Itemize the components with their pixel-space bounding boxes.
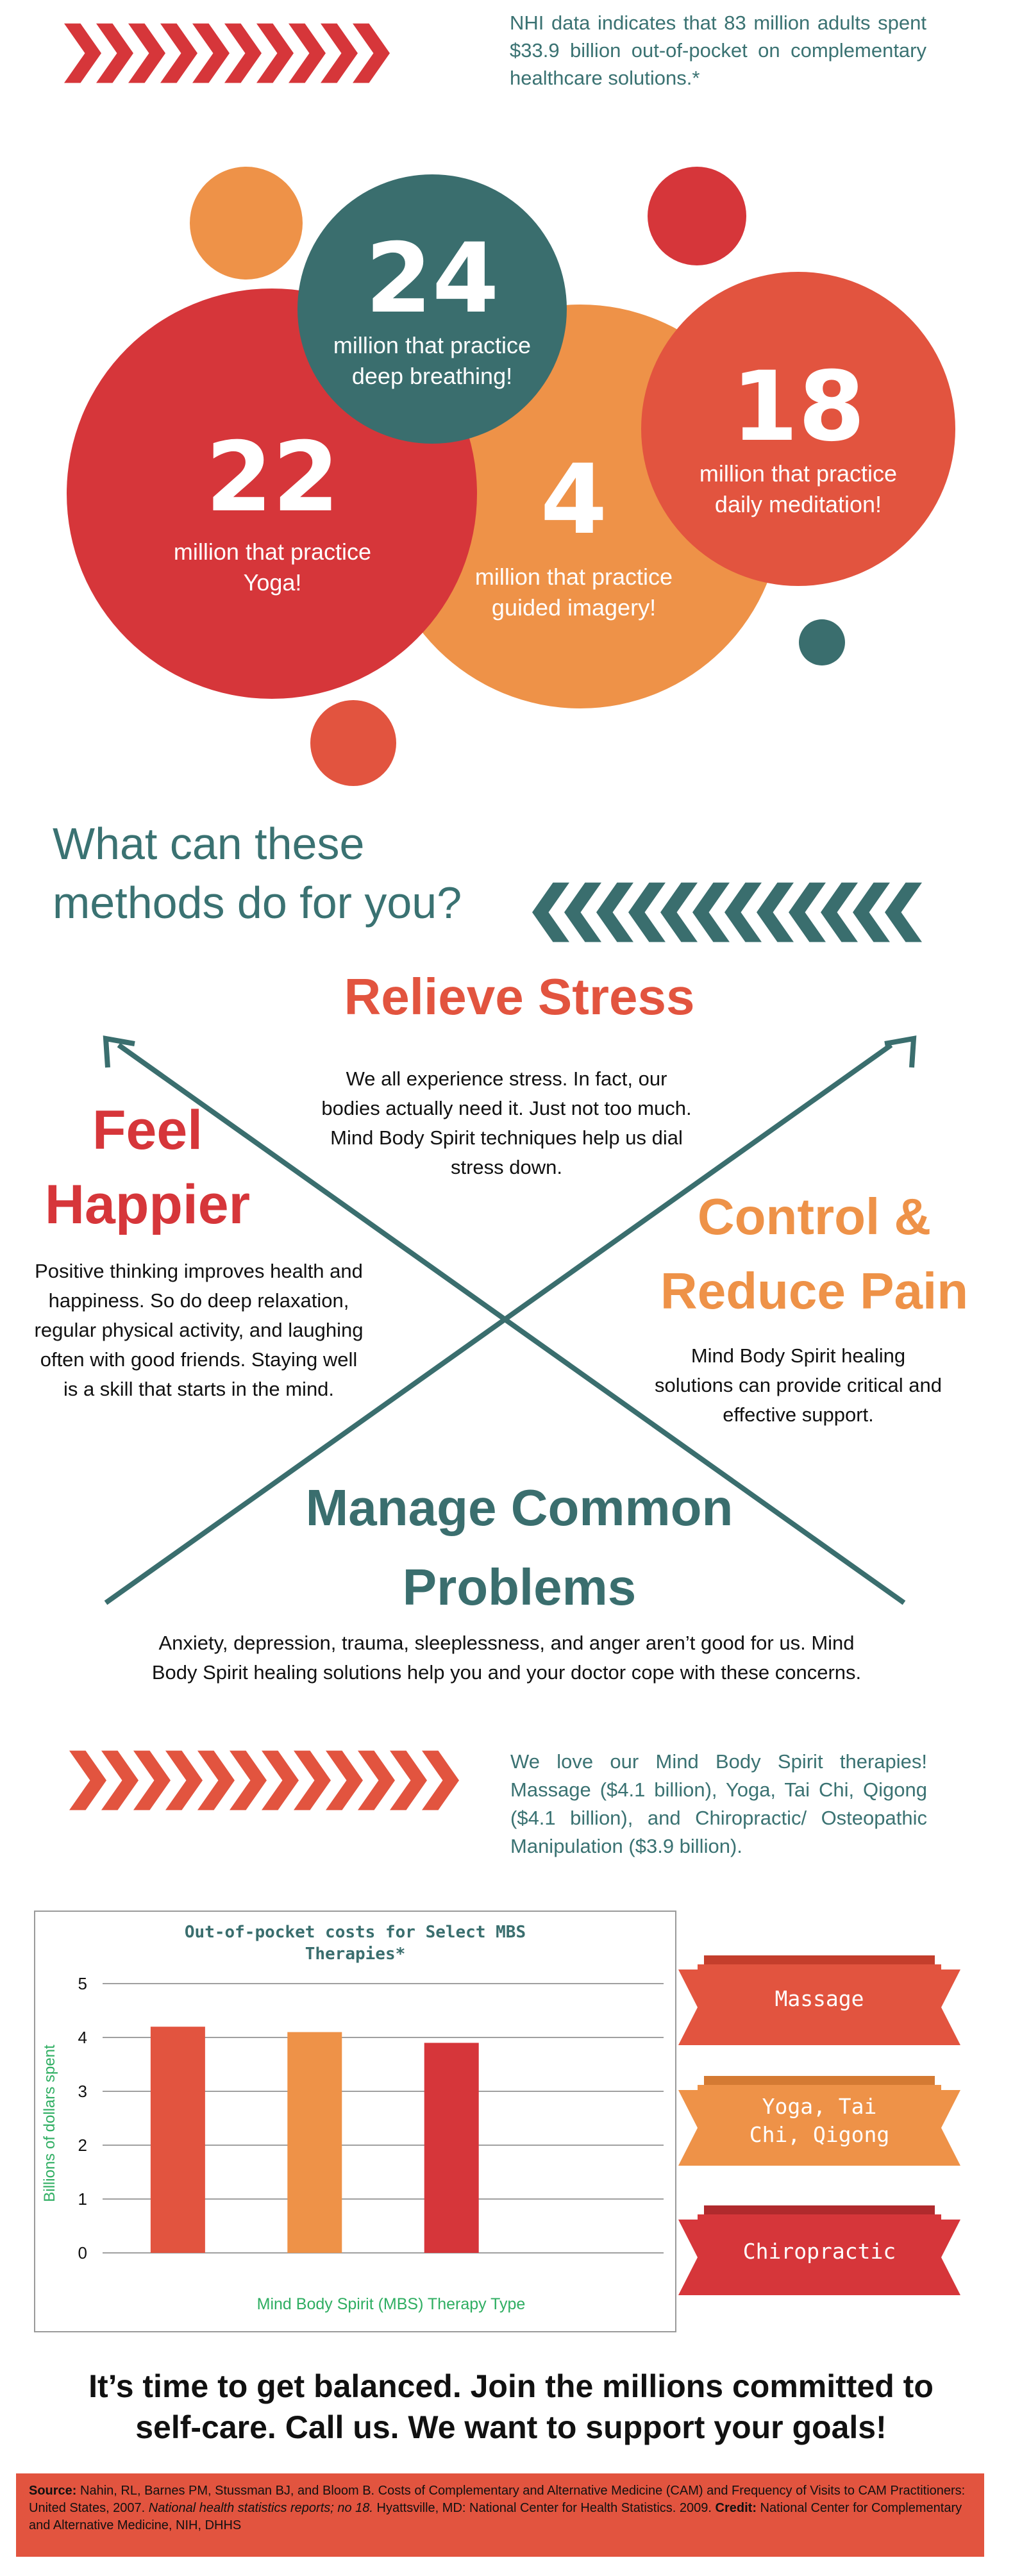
crossing-arrows [103,1035,917,1605]
stat-number: 24 [365,223,499,335]
relieve-stress-title: Relieve Stress [344,968,695,1025]
decor-bubble-coral [310,700,396,786]
banner-yoga [678,2076,960,2166]
stat-meditation: 18 million that practice daily meditatio… [654,356,942,520]
stat-label: daily meditation! [714,491,882,517]
feel-happier-text: Positive thinking improves health and ha… [34,1260,364,1400]
credit-text: National Center for Complementary and Al… [29,2501,962,2532]
banner-yoga-label-line-2: Chi, Qigong [749,2122,890,2147]
source-text: Nahin, RL, Barnes PM, Stussman BJ, and B… [29,2484,966,2515]
feel-happier-title: Feel Happier [26,1093,269,1242]
banner-chiropractic-label-line-1: Chiropractic [742,2239,896,2264]
chart-y-tick-label: 2 [78,2136,87,2155]
chart-bars [150,2027,479,2253]
source-footer: Source: Nahin, RL, Barnes PM, Stussman B… [16,2473,984,2557]
question-line-2: methods do for you? [53,878,462,928]
manage-problems-text: Anxiety, depression, trauma, sleeplessne… [151,1632,862,1684]
chart-title-line-2: Therapies* [305,1945,406,1964]
control-pain-title-line-1: Control & [697,1188,932,1245]
stat-label: million that practice [699,460,898,487]
stat-number: 4 [540,444,608,556]
mid-chevron-arrows [69,1750,459,1811]
chart-x-axis-label: Mind Body Spirit (MBS) Therapy Type [257,2295,526,2313]
bar-chart: Out-of-pocket costs for Select MBS Thera… [41,1923,664,2313]
chart-y-tick-label: 5 [78,1974,87,1993]
stat-number: 22 [205,422,340,533]
credit-label: Credit: [715,2501,757,2515]
chart-frame: Out-of-pocket costs for Select MBS Thera… [34,1911,676,2332]
decor-bubble-teal [799,619,845,665]
chart-y-tick-label: 3 [78,2082,87,2101]
decor-bubble-red [648,167,746,265]
stat-label: guided imagery! [491,594,657,621]
stat-label: Yoga! [243,569,302,596]
source-text-2: Hyattsville, MD: National Center for Hea… [373,2501,716,2515]
chart-y-ticks: 0 1 2 3 4 5 [78,1974,87,2262]
chart-bar [287,2032,342,2253]
chart-title-line-1: Out-of-pocket costs for Select MBS [185,1923,526,1942]
source-label: Source: [29,2484,77,2498]
banner-chiropractic [678,2205,960,2295]
stat-bubble-meditation [641,272,955,586]
banner-yoga-label-line-1: Yoga, Tai [762,2094,877,2119]
therapies-text: We love our Mind Body Spirit therapies! … [510,1750,927,1857]
stat-label: deep breathing! [351,363,513,389]
banner-massage-label: Massage [678,1985,960,2013]
teal-chevron-arrows [532,882,922,942]
source-italic: National health statistics reports; no 1… [148,2501,373,2515]
cta-line-1: It’s time to get balanced. Join the mill… [88,2368,934,2404]
stat-label: million that practice [333,332,532,358]
control-pain-text: Mind Body Spirit healing solutions can p… [654,1344,942,1426]
manage-problems-title: Manage Common Problems [231,1468,808,1627]
call-to-action: It’s time to get balanced. Join the mill… [26,2366,996,2448]
top-chevron-arrows [64,23,390,83]
control-pain-title: Control & Reduce Pain [635,1180,994,1328]
stat-label: million that practice [173,539,372,565]
feel-happier-title-line-2: Happier [44,1174,251,1235]
section-question: What can these methods do for you? [53,814,501,932]
decor-bubble-orange [190,167,303,280]
question-line-1: What can these [53,819,365,869]
banner-massage [678,1955,960,2045]
feel-happier-title-line-1: Feel [92,1100,203,1161]
stat-yoga: 22 million that practice Yoga! [103,426,442,598]
banner-massage-label-line-1: Massage [775,1986,864,2011]
stat-breathing: 24 million that practice deep breathing! [297,228,567,392]
stat-imagery: 4 million that practice guided imagery! [410,449,737,623]
intro-text: NHI data indicates that 83 million adult… [510,12,926,89]
relieve-stress-text: We all experience stress. In fact, our b… [321,1067,692,1178]
chart-y-tick-label: 0 [78,2243,87,2262]
manage-problems-title-line-1: Manage Common [305,1479,733,1536]
manage-problems-title-line-2: Problems [402,1559,637,1616]
chart-y-axis-label: Billions of dollars spent [41,2045,58,2202]
control-pain-title-line-2: Reduce Pain [660,1262,969,1319]
chart-y-tick-label: 1 [78,2189,87,2209]
chart-bar [424,2043,479,2253]
chart-bar [150,2027,205,2253]
stat-number: 18 [731,351,866,463]
chart-y-tick-label: 4 [78,2028,87,2047]
stat-label: million that practice [474,564,673,590]
cta-line-2: self-care. Call us. We want to support y… [135,2409,887,2445]
banner-yoga-label: Yoga, Tai Chi, Qigong [678,2093,960,2149]
stat-bubble-breathing [297,174,567,444]
banner-chiropractic-label: Chiropractic [678,2237,960,2266]
